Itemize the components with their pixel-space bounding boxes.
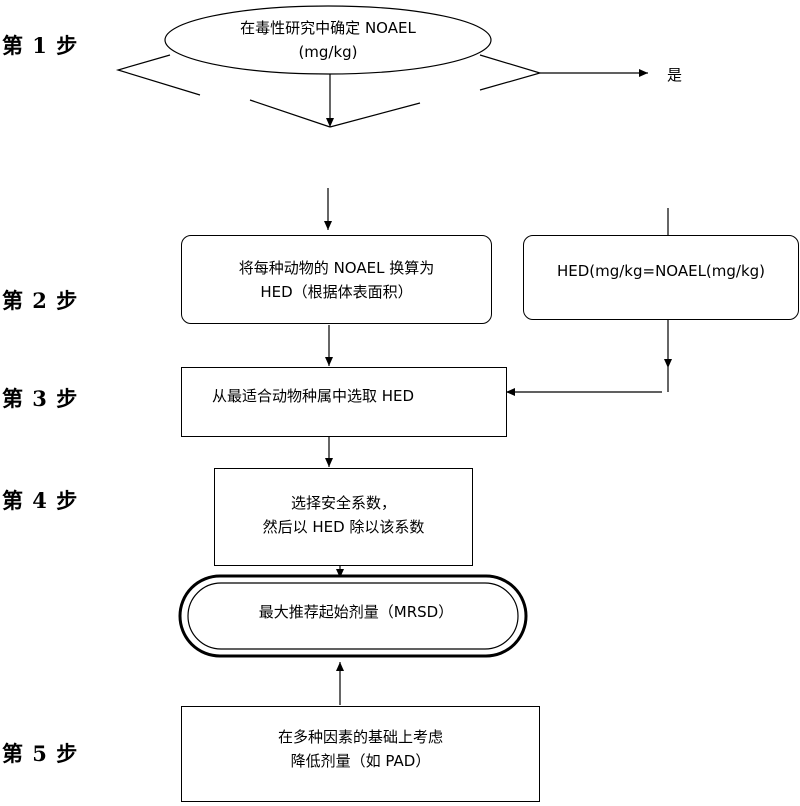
step-1-label: 第 1 步 (2, 33, 79, 58)
mrsd-inner-border (187, 582, 519, 650)
hed-direct-node: HED(mg/kg=NOAEL(mg/kg) (523, 235, 799, 320)
select-node: 从最适合动物种属中选取 HED (181, 367, 507, 437)
reduce-node: 在多种因素的基础上考虑 降低剂量（如 PAD） (181, 706, 540, 802)
step-5-label: 第 5 步 (2, 741, 79, 766)
decision-diamond-left (115, 54, 201, 96)
step-4-label: 第 4 步 (2, 488, 79, 513)
noael-node: 在毒性研究中确定 NOAEL (mg/kg) (240, 19, 416, 61)
yes-label: 是 (667, 66, 683, 84)
safety-node: 选择安全系数， 然后以 HED 除以该系数 (214, 468, 473, 566)
step-2-label: 第 2 步 (2, 288, 79, 313)
convert-node: 将每种动物的 NOAEL 换算为 HED（根据体表面积） (181, 235, 492, 324)
step-3-label: 第 3 步 (2, 386, 79, 411)
decision-diamond-bottom-right (329, 102, 421, 128)
mrsd-node: 最大推荐起始剂量（MRSD） (258, 603, 454, 621)
noael-ellipse (164, 5, 492, 75)
decision-diamond-right (479, 54, 543, 91)
decision-diamond-bottom-left (249, 99, 331, 128)
